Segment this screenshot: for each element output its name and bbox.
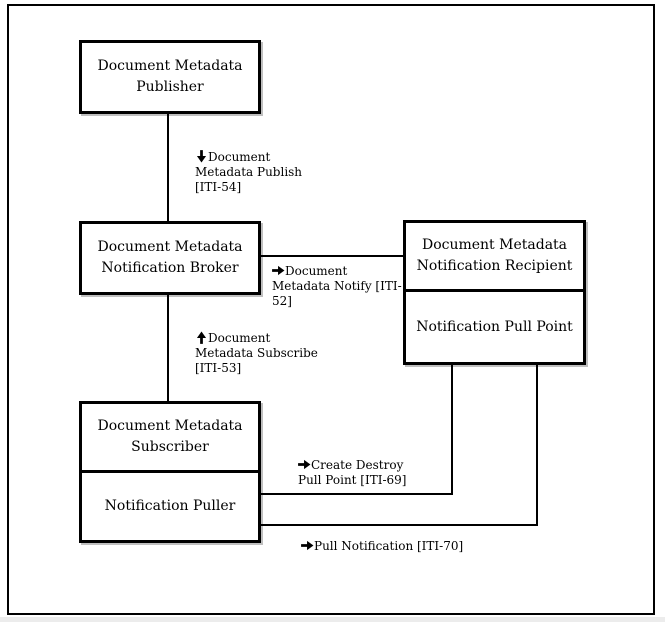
actor-group-subscriber-puller: Document Metadata Subscriber Notificatio… <box>79 401 261 543</box>
actor-group-recipient-pull-point: Document Metadata Notification Recipient… <box>403 220 586 365</box>
connector-pullpoint-vertical-1 <box>451 364 453 495</box>
bottom-strip <box>0 617 665 622</box>
right-arrow-icon <box>301 540 314 551</box>
actor-label-notification-recipient: Document Metadata Notification Recipient <box>406 223 583 292</box>
right-arrow-icon <box>298 459 311 470</box>
transaction-text-iti70: Pull Notification [ITI-70] <box>314 539 464 553</box>
actor-label-notification-puller: Notification Puller <box>104 498 236 514</box>
connector-broker-recipient <box>260 255 403 257</box>
transaction-text-iti69: Create Destroy Pull Point [ITI-69] <box>298 458 407 487</box>
actor-box-document-metadata-publisher: Document Metadata Publisher <box>79 40 261 114</box>
transaction-text-iti52: Document Metadata Notify [ITI-52] <box>272 264 402 308</box>
connector-broker-subscriber <box>167 294 169 401</box>
up-arrow-icon <box>195 331 208 344</box>
connector-publisher-broker <box>167 113 169 221</box>
transaction-text-iti53: Document Metadata Subscribe [ITI-53] <box>195 331 318 375</box>
down-arrow-icon <box>195 150 208 163</box>
transaction-label-iti69: Create Destroy Pull Point [ITI-69] <box>298 458 428 488</box>
actor-label-publisher: Document Metadata Publisher <box>97 58 243 95</box>
transaction-label-iti70: Pull Notification [ITI-70] <box>301 539 463 554</box>
right-arrow-icon <box>272 265 285 276</box>
connector-pull-notification-horizontal <box>260 524 538 526</box>
connector-create-destroy-horizontal <box>260 493 453 495</box>
actor-box-document-metadata-notification-broker: Document Metadata Notification Broker <box>79 221 261 295</box>
actor-label-broker: Document Metadata Notification Broker <box>97 239 243 276</box>
transaction-label-iti53: Document Metadata Subscribe [ITI-53] <box>195 331 329 376</box>
actor-label-subscriber: Document Metadata Subscriber <box>82 404 258 473</box>
transaction-label-iti54: Document Metadata Publish [ITI-54] <box>195 150 329 195</box>
transaction-label-iti52: Document Metadata Notify [ITI-52] <box>272 264 406 309</box>
actor-label-notification-pull-point: Notification Pull Point <box>416 318 573 335</box>
connector-pullpoint-vertical-2 <box>536 364 538 526</box>
transaction-text-iti54: Document Metadata Publish [ITI-54] <box>195 150 303 194</box>
